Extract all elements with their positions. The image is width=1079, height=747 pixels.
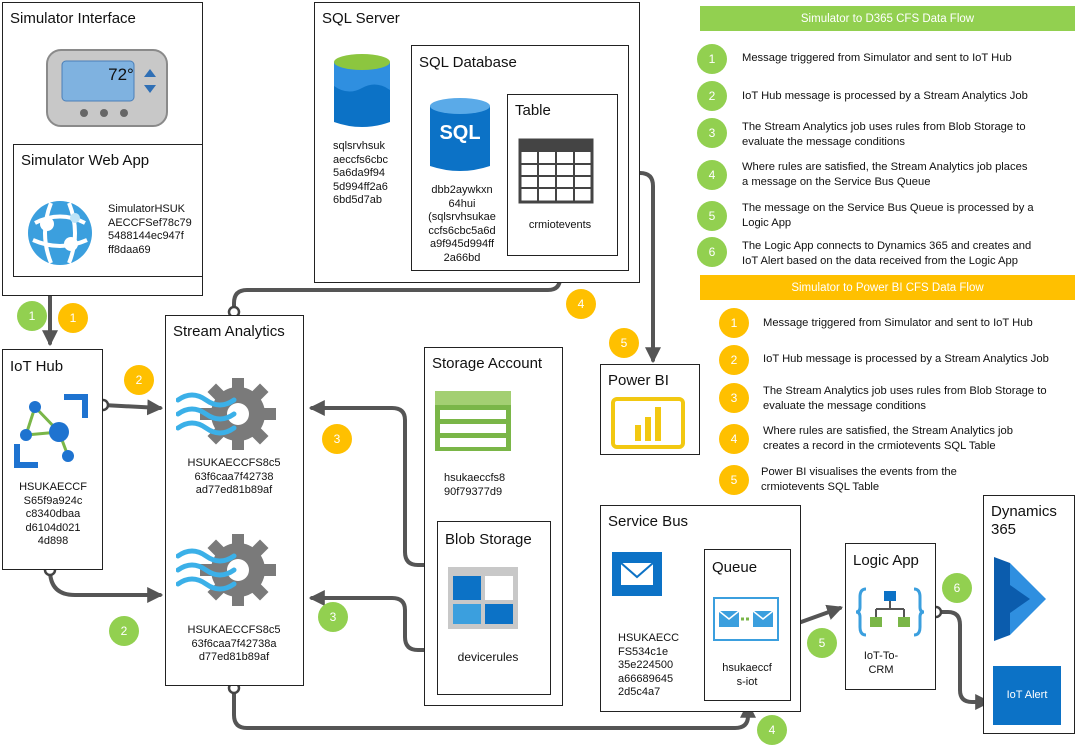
service-bus-name: HSUKAECC FS534c1e 35e224500 a66689645 2d…	[618, 632, 680, 698]
powerbi-step-1-text: Message triggered from Simulator and sen…	[763, 317, 1033, 329]
badge-green-5: 5	[807, 628, 837, 658]
powerbi-step-4-badge: 4	[719, 424, 749, 454]
powerbi-step-2-text: IoT Hub message is processed by a Stream…	[763, 353, 1049, 365]
badge-green-1: 1	[17, 301, 47, 331]
powerbi-flow-header: Simulator to Power BI CFS Data Flow	[700, 275, 1075, 300]
dynamics-365-title: Dynamics 365	[991, 503, 1057, 538]
d365-flow-header: Simulator to D365 CFS Data Flow	[700, 6, 1075, 31]
d365-step-4-badge: 4	[697, 160, 727, 190]
badge-yellow-4: 4	[566, 289, 596, 319]
table-grid-icon	[518, 138, 594, 204]
badge-green-3: 3	[318, 602, 348, 632]
thermostat-icon	[46, 49, 168, 127]
d365-step-1-text: Message triggered from Simulator and sen…	[742, 52, 1012, 64]
connector-iothub-to-sa-bottom	[48, 568, 164, 603]
logic-app-name: IoT-To- CRM	[863, 650, 899, 676]
badge-green-6: 6	[942, 573, 972, 603]
stream-analytics-job1-icon	[175, 376, 276, 452]
powerbi-step-3-text: The Stream Analytics job uses rules from…	[763, 385, 1047, 412]
table-name: crmiotevents	[528, 219, 592, 231]
sql-database-title: SQL Database	[419, 54, 517, 71]
sql-database-icon	[428, 96, 492, 176]
stream-analytics-box	[165, 315, 304, 686]
d365-step-6-badge: 6	[697, 237, 727, 267]
queue-title: Queue	[712, 559, 758, 576]
sql-server-title: SQL Server	[322, 10, 400, 27]
d365-step-3-badge: 3	[697, 118, 727, 148]
d365-step-6-text: The Logic App connects to Dynamics 365 a…	[742, 240, 1032, 267]
iot-hub-icon	[12, 392, 90, 470]
d365-step-1-badge: 1	[697, 44, 727, 74]
badge-yellow-2: 2	[124, 365, 154, 395]
table-title: Table	[515, 102, 551, 119]
badge-green-2: 2	[109, 616, 139, 646]
d365-step-2-text: IoT Hub message is processed by a Stream…	[742, 90, 1028, 102]
stream-analytics-job2-name: HSUKAECCFS8c5 63f6caa7f42738a d77ed81b89…	[187, 624, 281, 663]
stream-analytics-job1-name: HSUKAECCFS8c5 63f6caa7f42738 ad77ed81b89…	[187, 457, 281, 496]
power-bi-title: Power BI	[608, 372, 669, 389]
powerbi-step-3-badge: 3	[719, 383, 749, 413]
d365-step-2-badge: 2	[697, 81, 727, 111]
sql-database-icon-text: SQL	[439, 122, 481, 144]
queue-icon	[713, 597, 779, 641]
iot-alert-label: IoT Alert	[1006, 689, 1048, 701]
d365-step-5-badge: 5	[697, 201, 727, 231]
simulator-web-app-name: SimulatorHSUK AECCFSef78c79 5488144ec947…	[108, 203, 192, 256]
blob-storage-name: devicerules	[457, 650, 519, 664]
service-bus-title: Service Bus	[608, 513, 689, 530]
badge-yellow-3: 3	[322, 424, 352, 454]
d365-step-3-text: The Stream Analytics job uses rules from…	[742, 121, 1026, 148]
d365-step-4-text: Where rules are satisfied, the Stream An…	[742, 161, 1028, 188]
storage-account-title: Storage Account	[432, 355, 543, 372]
d365-step-5-text: The message on the Service Bus Queue is …	[742, 202, 1034, 229]
connector-logicapp-to-iotalert	[934, 610, 992, 710]
powerbi-step-2-badge: 2	[719, 345, 749, 375]
power-bi-icon	[611, 397, 685, 449]
powerbi-step-1-badge: 1	[719, 308, 749, 338]
sql-server-icon	[332, 52, 392, 132]
connector-iothub-to-sa-top	[101, 399, 164, 416]
powerbi-step-4-text: Where rules are satisfied, the Stream An…	[763, 425, 1013, 452]
iot-alert-tile	[993, 666, 1061, 725]
blob-storage-title: Blob Storage	[445, 531, 532, 548]
storage-account-name: hsukaeccfs8 90f79377d9	[444, 472, 506, 498]
service-bus-icon	[611, 551, 663, 597]
storage-account-icon	[434, 390, 512, 452]
dynamics-365-logo-icon	[992, 555, 1048, 641]
stream-analytics-title: Stream Analytics	[173, 323, 285, 340]
web-app-globe-icon	[25, 198, 95, 268]
simulator-web-app-title: Simulator Web App	[21, 152, 150, 169]
simulator-interface-title: Simulator Interface	[10, 10, 136, 27]
logic-app-icon	[855, 585, 925, 639]
thermostat-reading: 72°	[108, 65, 134, 84]
iot-hub-title: IoT Hub	[10, 358, 64, 375]
sql-server-name: sqlsrvhsuk aeccfs6cbc 5a6da9f94 5d994ff2…	[333, 140, 389, 206]
queue-name: hsukaeccf s-iot	[722, 662, 772, 688]
stream-analytics-job2-icon	[175, 532, 276, 608]
badge-yellow-1: 1	[58, 303, 88, 333]
powerbi-step-5-badge: 5	[719, 465, 749, 495]
iot-hub-name: HSUKAECCF S65f9a924c c8340dbaa d6104d021…	[19, 481, 87, 547]
blob-storage-icon	[447, 566, 519, 630]
powerbi-step-5-text: Power BI visualises the events from the …	[761, 466, 957, 493]
logic-app-title: Logic App	[853, 552, 919, 569]
badge-yellow-5: 5	[609, 328, 639, 358]
badge-green-4: 4	[757, 715, 787, 745]
sql-database-name: dbb2aywkxn 64hui (sqlsrvhsukae ccfs6cbc5…	[428, 184, 496, 264]
